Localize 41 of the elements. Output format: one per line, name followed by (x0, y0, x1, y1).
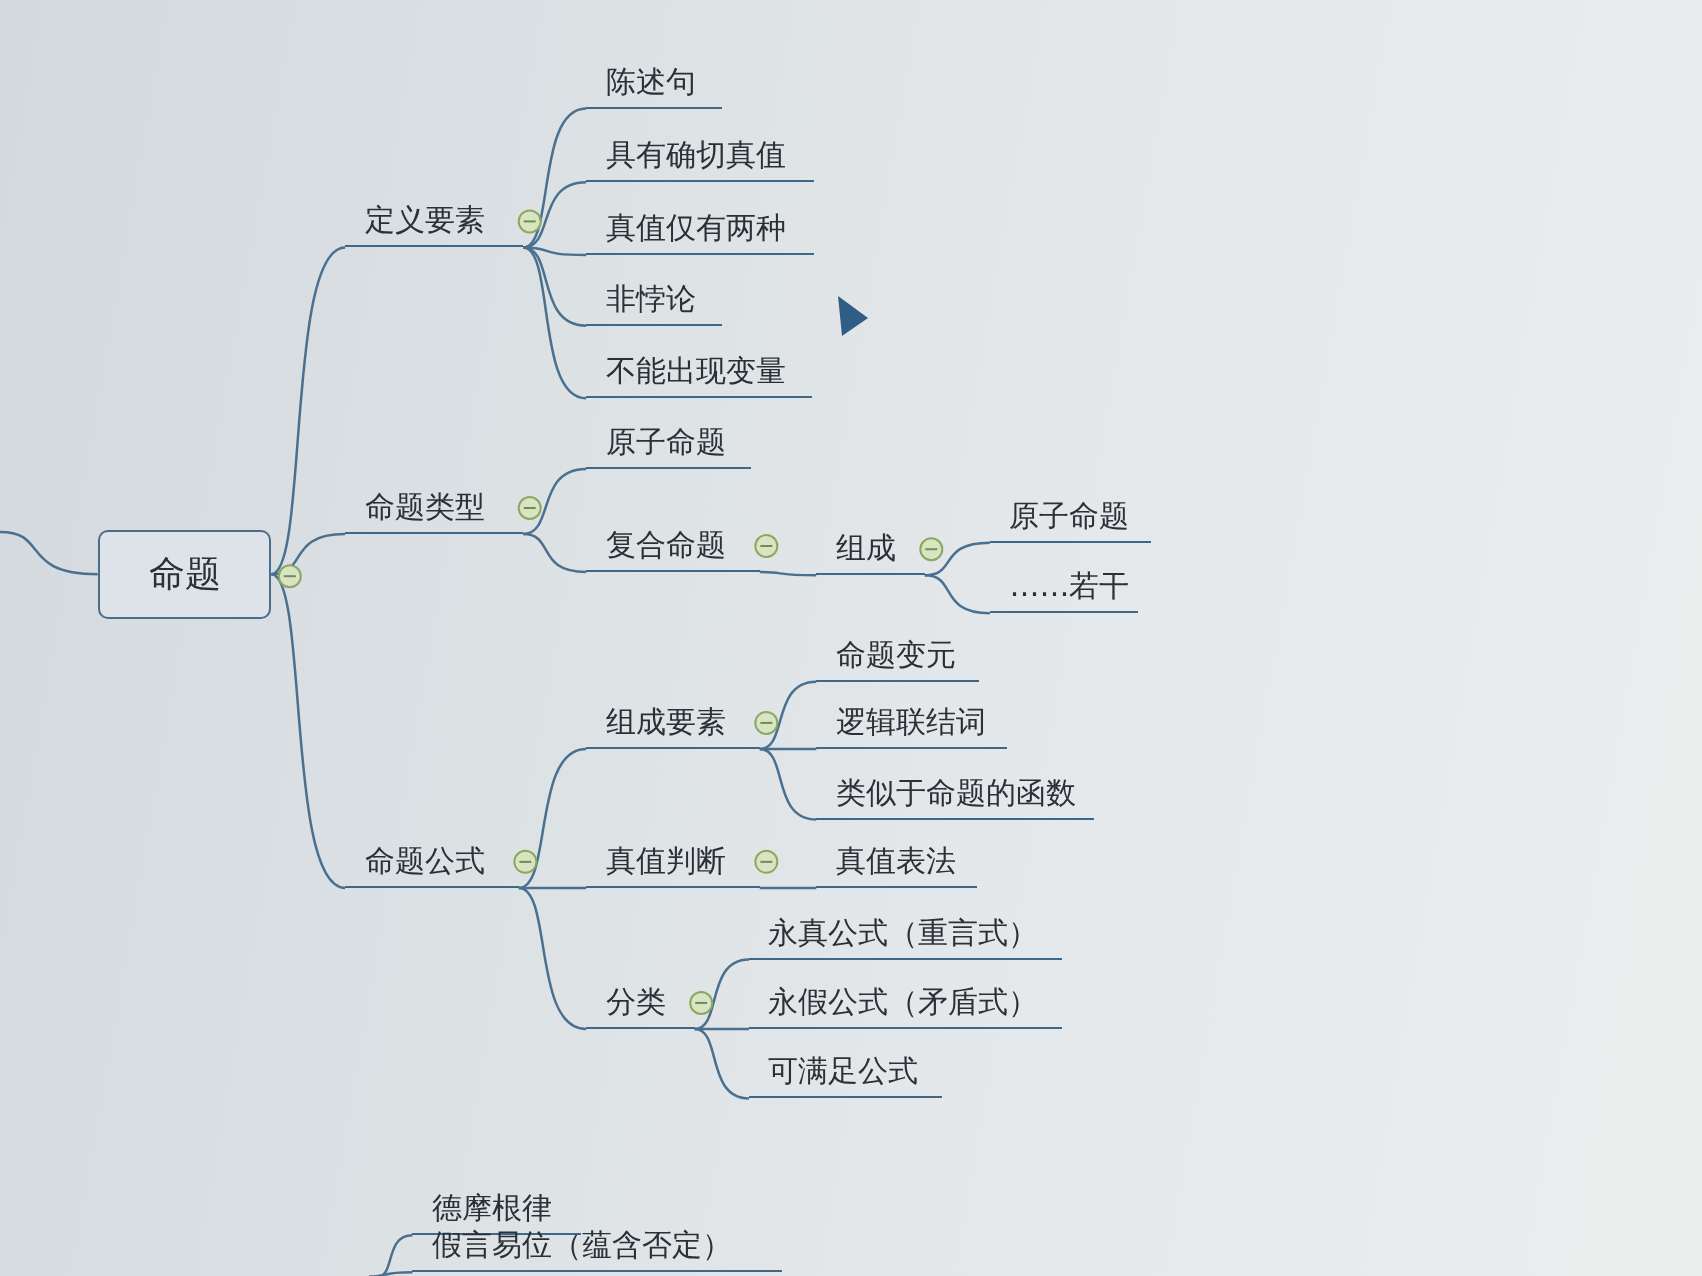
connector-line (924, 574, 990, 615)
connector-line (518, 747, 587, 890)
branch-topic: 真值判断 (586, 840, 760, 888)
connector-line (523, 246, 587, 257)
branch-topic: 命题公式 (345, 840, 519, 888)
root-topic-box: 命题 (97, 529, 272, 619)
connector-line (759, 570, 817, 577)
branch-topic: 非悖论 (586, 277, 722, 326)
connector-line (518, 886, 587, 1031)
connector-line (522, 246, 587, 400)
connector-line (694, 1027, 750, 1100)
branch-topic: 命题变元 (816, 633, 980, 682)
branch-topic: 类似于命题的函数 (816, 771, 1095, 820)
branch-topic: 原子命题 (586, 421, 752, 469)
connector-line (369, 1270, 413, 1276)
branch-topic: 定义要素 (345, 199, 524, 248)
branch-topic: 真值仅有两种 (586, 207, 815, 256)
branch-topic: 命题类型 (345, 486, 524, 535)
connector-line (694, 958, 750, 1031)
branch-topic: ……若干 (989, 565, 1138, 614)
branch-topic: 复合命题 (586, 524, 760, 572)
connector-line (759, 680, 817, 751)
connector-line (270, 573, 346, 890)
branch-topic: 可满足公式 (748, 1050, 943, 1099)
branch-topic: 陈述句 (586, 60, 722, 109)
branch-topic: 永真公式（重言式） (748, 911, 1062, 960)
branch-topic: 永假公式（矛盾式） (748, 981, 1062, 1029)
connector-line (759, 886, 817, 890)
branch-topic: 具有确切真值 (586, 134, 815, 183)
branch-topic: 假言易位（蕴含否定） (412, 1224, 782, 1273)
connector-line (270, 246, 346, 576)
branch-topic: 组成要素 (586, 701, 760, 749)
connector-line (523, 532, 587, 574)
branch-topic: 逻辑联结词 (816, 701, 1008, 749)
branch-topic: 组成 (816, 527, 925, 576)
branch-topic: 真值表法 (816, 840, 977, 888)
connector-line (759, 747, 817, 821)
branch-topic: 不能出现变量 (586, 350, 812, 399)
branch-topic: 原子命题 (989, 494, 1151, 543)
connector-line (0, 530, 98, 576)
branch-topic: 分类 (586, 981, 695, 1029)
